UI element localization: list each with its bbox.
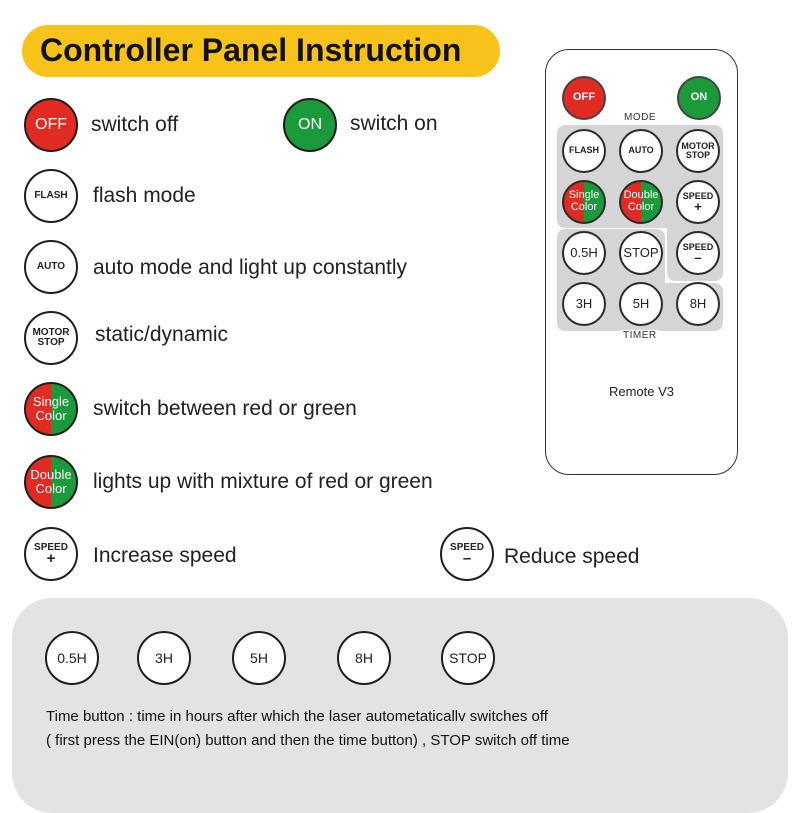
timer-caption: TIMER	[621, 330, 659, 341]
mode-caption: MODE	[622, 112, 658, 123]
on-description: switch on	[350, 112, 438, 135]
speed-down-line2: –	[462, 550, 472, 568]
speed-up-line2: +	[46, 550, 56, 568]
single-color-line1: Single	[32, 394, 70, 410]
flash-button-icon: FLASH	[24, 169, 78, 223]
remote-flash-button: FLASH	[562, 129, 606, 173]
remote-0-5h-button: 0.5H	[562, 231, 606, 275]
remote-speed-up-line1: SPEED	[682, 191, 714, 202]
timer-panel	[12, 598, 788, 813]
remote-auto-button: AUTO	[619, 129, 663, 173]
speed-up-line1: SPEED	[34, 541, 68, 553]
remote-off-button: OFF	[562, 76, 606, 120]
remote-stop-button: STOP	[619, 231, 663, 275]
double-color-description: lights up with mixture of red or green	[93, 470, 433, 493]
remote-single-line1: Single	[568, 189, 600, 202]
title-banner	[22, 25, 500, 77]
remote-single-line2: Color	[570, 201, 598, 213]
speed-down-button-icon: SPEED–	[440, 527, 494, 581]
double-color-line2: Color	[35, 481, 67, 496]
speed-down-description: Reduce speed	[504, 545, 640, 568]
single-color-description: switch between red or green	[93, 397, 357, 420]
motor-stop-description: static/dynamic	[95, 323, 229, 346]
off-description: switch off	[91, 113, 179, 136]
remote-motor-line1: MOTOR	[681, 140, 715, 151]
single-color-line2: Color	[35, 408, 67, 423]
timer-note-line1: Time button : time in hours after which …	[46, 708, 548, 725]
remote-5h-button: 5H	[619, 282, 663, 326]
motor-stop-line2: STOP	[37, 337, 65, 348]
remote-speed-down-line1: SPEED	[682, 242, 714, 253]
off-button-icon: OFF	[24, 98, 78, 152]
remote-3h-button: 3H	[562, 282, 606, 326]
timer-stop-icon: STOP	[441, 631, 495, 685]
speed-up-description: Increase speed	[93, 544, 237, 567]
timer-note-line2: ( first press the EIN(on) button and the…	[46, 732, 570, 749]
remote-on-button: ON	[677, 76, 721, 120]
timer-0-5h-icon: 0.5H	[45, 631, 99, 685]
remote-speed-up-button: SPEED+	[676, 180, 720, 224]
auto-button-icon: AUTO	[24, 240, 78, 294]
double-color-line1: Double	[30, 467, 72, 483]
remote-speed-down-button: SPEED–	[676, 231, 720, 275]
page-title: Controller Panel Instruction	[40, 32, 462, 68]
auto-description: auto mode and light up constantly	[93, 256, 408, 279]
timer-5h-icon: 5H	[232, 631, 286, 685]
timer-3h-icon: 3H	[137, 631, 191, 685]
remote-speed-down-line2: –	[694, 249, 702, 265]
on-button-icon: ON	[283, 98, 337, 152]
speed-up-button-icon: SPEED+	[24, 527, 78, 581]
remote-double-line2: Color	[627, 201, 655, 213]
flash-description: flash mode	[93, 184, 196, 207]
timer-8h-icon: 8H	[337, 631, 391, 685]
remote-motor-line2: STOP	[685, 150, 711, 160]
remote-model-name: Remote V3	[608, 384, 675, 399]
speed-down-line1: SPEED	[450, 541, 484, 553]
remote-speed-up-line2: +	[694, 198, 702, 214]
remote-double-line1: Double	[623, 189, 659, 202]
remote-8h-button: 8H	[676, 282, 720, 326]
motor-stop-line1: MOTOR	[32, 326, 70, 338]
